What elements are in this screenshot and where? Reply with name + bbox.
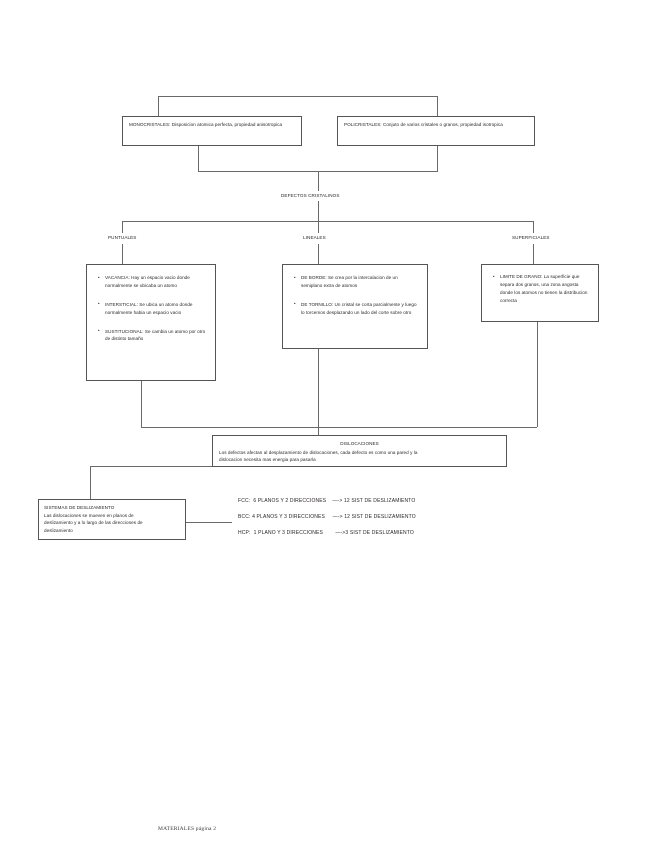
box-sistemas-title: SISTEMAS DE DESLIZAMIENTO <box>44 505 115 510</box>
list-item: INTERSTICIAL: Se ubica un atomo donde no… <box>98 300 208 317</box>
superficiales-list: LIMITE DE GRANO: La superficie que separ… <box>491 273 591 305</box>
puntuales-list: VACANCIA: Hay un espacio vacio donde nor… <box>96 274 208 343</box>
box-monocristales[interactable]: MONOCRISTALES: Disposicion atomica perfe… <box>122 116 302 146</box>
list-item: LIMITE DE GRANO: La superficie que separ… <box>493 273 591 305</box>
connector-puntuales-to-dislocaciones-v <box>141 381 142 427</box>
box-monocristales-text: MONOCRISTALES: Disposicion atomica perfe… <box>129 122 283 127</box>
label-category-lineales: LINEALES <box>303 235 326 240</box>
list-item: VACANCIA: Hay un espacio vacio donde nor… <box>98 274 208 290</box>
connector-sistemas-to-list <box>186 522 232 523</box>
list-item: DE BORDE: Se crea por la intercalacion d… <box>294 274 420 290</box>
box-dislocaciones-line1: Los defectos afectan al desplazamiento d… <box>219 449 418 455</box>
connector-monocristales-down <box>198 146 199 171</box>
connector-superficiales-to-dislocaciones-h <box>318 427 537 428</box>
label-category-puntuales: PUNTUALES <box>108 235 137 240</box>
connector-puntuales-down <box>122 244 123 264</box>
connector-categories-horizontal <box>122 221 533 222</box>
connector-to-superficiales <box>533 221 534 233</box>
connector-puntuales-to-dislocaciones-h <box>141 427 318 428</box>
lineales-list: DE BORDE: Se crea por la intercalacion d… <box>292 274 420 317</box>
box-sistemas-line2: deslizamiento y a lo largo de las direcc… <box>44 520 143 526</box>
connector-merge-to-root <box>318 171 319 191</box>
connector-to-lineales <box>318 221 319 233</box>
connector-to-puntuales <box>122 221 123 233</box>
connector-root-down <box>318 201 319 221</box>
list-item: DE TORNILLO: Un cristal se corta parcial… <box>294 300 420 317</box>
connector-dislocaciones-to-sistemas-h <box>90 466 212 467</box>
slip-row-fcc: FCC: 6 PLANOS Y 2 DIRECCIONES —-> 12 SIS… <box>238 498 416 504</box>
label-category-superficiales: SUPERFICIALES <box>512 235 550 240</box>
box-sistemas-deslizamiento[interactable]: SISTEMAS DE DESLIZAMIENTO Las dislocacio… <box>38 499 186 540</box>
connector-top-horizontal <box>158 96 438 97</box>
box-dislocaciones-title: DISLOCACIONES <box>340 441 379 446</box>
connector-top-to-policristales <box>437 96 438 116</box>
slip-row-hcp: HCP: 1 PLANO Y 3 DIRECCIONES —->3 SIST D… <box>238 530 414 536</box>
box-dislocaciones[interactable]: DISLOCACIONES Los defectos afectan al de… <box>212 435 507 467</box>
box-sistemas-line1: Las dislocaciones se mueven en planos de <box>44 512 134 518</box>
page-footer: MATERIALES página 2 <box>158 826 217 832</box>
box-defectos-superficiales[interactable]: LIMITE DE GRANO: La superficie que separ… <box>481 264 599 322</box>
connector-superficiales-down <box>533 244 534 264</box>
box-policristales[interactable]: POLICRISTALES: Conjuto de varios cristal… <box>337 116 535 146</box>
box-defectos-lineales[interactable]: DE BORDE: Se crea por la intercalacion d… <box>282 264 428 349</box>
connector-top-to-monocristales <box>158 96 159 116</box>
connector-superficiales-to-dislocaciones-v <box>537 322 538 427</box>
box-dislocaciones-line2: dislocacion necesita mas energia para pa… <box>219 457 316 463</box>
connector-lineales-down <box>318 244 319 264</box>
list-item: SUSTITUCIONAL: Se cambia un atomo por ot… <box>98 327 208 344</box>
label-defectos-cristalinos: DEFECTOS CRISTALINOS <box>281 193 340 198</box>
connector-dislocaciones-to-sistemas-v <box>90 466 91 499</box>
connector-policristales-down <box>437 146 438 171</box>
slip-systems-list: FCC: 6 PLANOS Y 2 DIRECCIONES —-> 12 SIS… <box>238 499 416 536</box>
box-policristales-text: POLICRISTALES: Conjuto de varios cristal… <box>344 122 503 127</box>
box-defectos-puntuales[interactable]: VACANCIA: Hay un espacio vacio donde nor… <box>86 264 216 381</box>
box-sistemas-line3: deslizamiento <box>44 527 73 533</box>
slip-row-bcc: BCC: 4 PLANOS Y 3 DIRECCIONES —-> 12 SIS… <box>238 514 416 520</box>
connector-lineales-to-dislocaciones <box>318 349 319 435</box>
